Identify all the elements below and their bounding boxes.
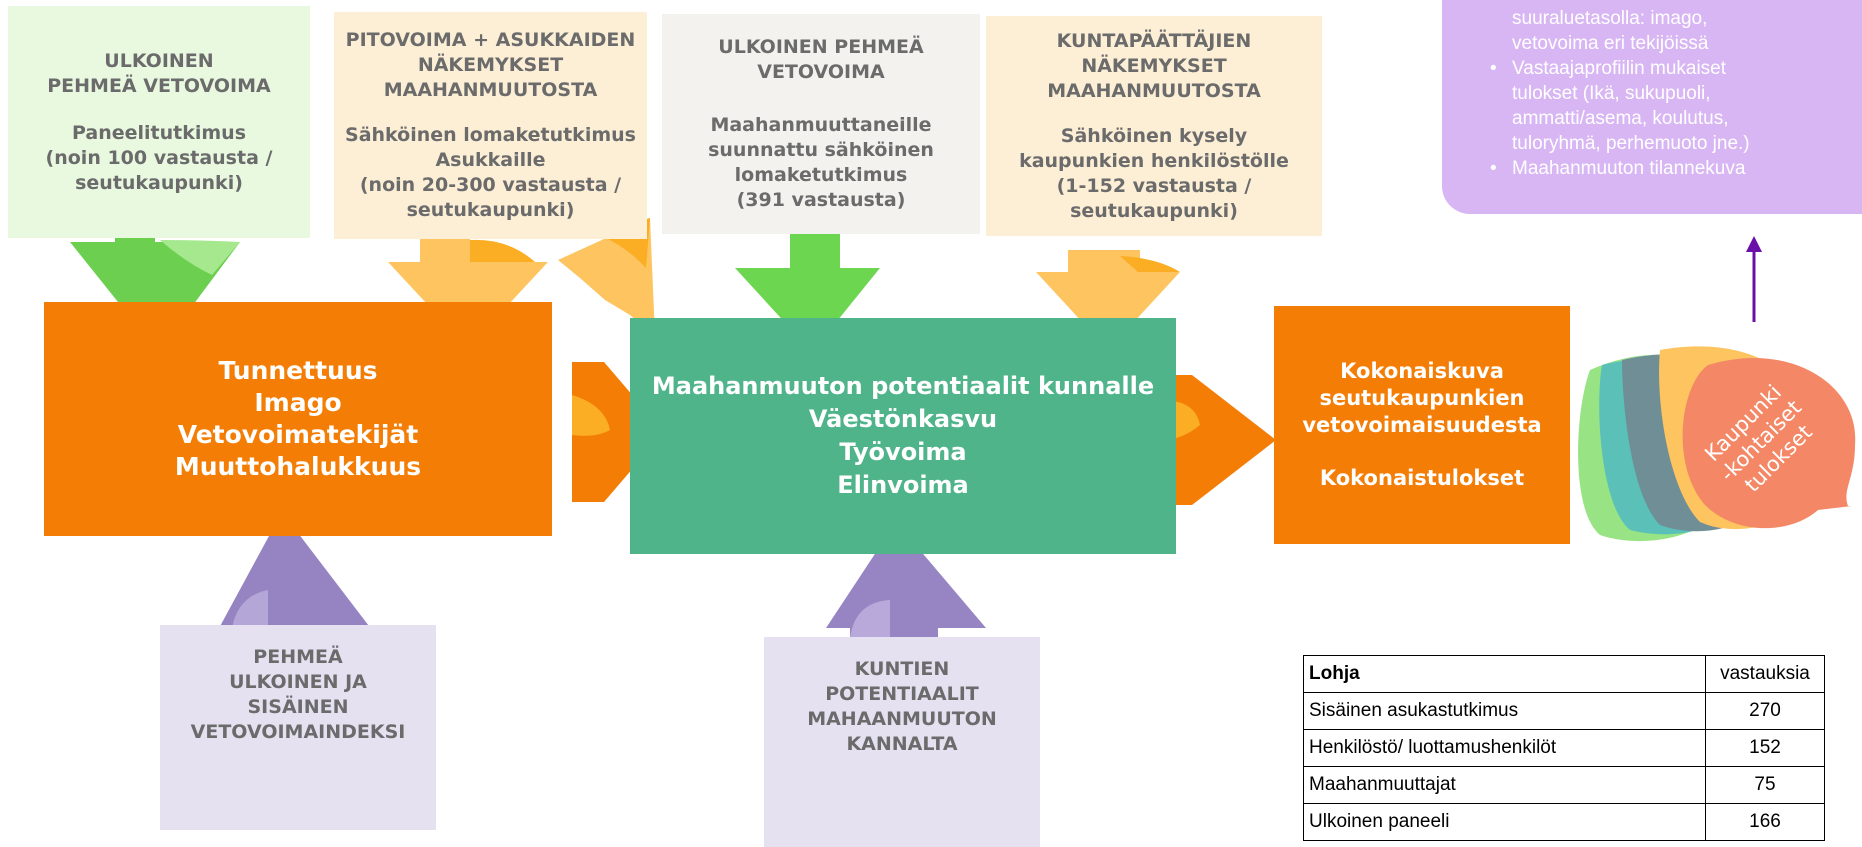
purple-up-arrow-1 [218, 512, 372, 630]
top-box-subtitle: Paneelitutkimus (noin 100 vastausta / se… [45, 121, 273, 194]
table-header-city: Lohja [1303, 655, 1706, 693]
table-cell-value: 166 [1705, 803, 1825, 841]
top-box-title: ULKOINEN PEHMEÄ VETOVOIMA [47, 49, 271, 97]
table-row: Sisäinen asukastutkimus 270 [1303, 692, 1825, 730]
purple-up-line-arrow [1746, 236, 1762, 322]
top-box-immigrant-survey: ULKOINEN PEHMEÄ VETOVOIMA Maahanmuuttane… [662, 14, 980, 234]
orange-right-arrow-1 [572, 362, 664, 502]
table-cell-label: Maahanmuuttajat [1303, 766, 1706, 804]
card-continuation-text: suuraluetasolla: imago, vetovoima eri te… [1512, 8, 1709, 54]
bottom-box-text: PEHMEÄ ULKOINEN JA SISÄINEN VETOVOIMAIND… [190, 646, 406, 743]
bottom-box-text: KUNTIEN POTENTIAALIT MAHAANMUUTON KANNAL… [807, 658, 997, 755]
results-bubbles [1578, 346, 1856, 542]
overview-title: Kokonaiskuva seutukaupunkien vetovoimais… [1302, 359, 1542, 437]
top-box-external-soft-pull: ULKOINEN PEHMEÄ VETOVOIMA Paneelitutkimu… [8, 6, 310, 238]
table-row: Henkilöstö/ luottamushenkilöt 152 [1303, 729, 1825, 767]
card-bullet-item: Vastaajaprofiilin mukaiset tulokset (Ikä… [1490, 56, 1848, 156]
card-bullet-item: Maahanmuuton tilannekuva [1490, 156, 1848, 181]
top-box-retention-residents: PITOVOIMA + ASUKKAIDEN NÄKEMYKSET MAAHAN… [334, 12, 647, 239]
card-bullet-list: Vastaajaprofiilin mukaiset tulokset (Ikä… [1490, 56, 1848, 181]
overview-subtitle: Kokonaistulokset [1319, 466, 1525, 490]
main-box-overview: Kokonaiskuva seutukaupunkien vetovoimais… [1274, 306, 1570, 544]
table-cell-value: 152 [1705, 729, 1825, 767]
green-down-arrow-1 [70, 232, 240, 352]
purple-results-card: suuraluetasolla: imago, vetovoima eri te… [1442, 0, 1862, 214]
top-box-subtitle: Maahanmuuttaneille suunnattu sähköinen l… [708, 114, 934, 211]
table-header-row: Lohja vastauksia [1303, 655, 1825, 693]
table-cell-label: Sisäinen asukastutkimus [1303, 692, 1706, 730]
responses-table: Lohja vastauksia Sisäinen asukastutkimus… [1303, 655, 1825, 841]
table-cell-value: 75 [1705, 766, 1825, 804]
bottom-box-attraction-index: PEHMEÄ ULKOINEN JA SISÄINEN VETOVOIMAIND… [160, 625, 436, 830]
top-box-title: KUNTAPÄÄTTÄJIEN NÄKEMYKSET MAAHANMUUTOST… [1047, 29, 1261, 102]
table-cell-value: 270 [1705, 692, 1825, 730]
top-box-decision-makers: KUNTAPÄÄTTÄJIEN NÄKEMYKSET MAAHANMUUTOST… [986, 16, 1322, 236]
top-box-title: PITOVOIMA + ASUKKAIDEN NÄKEMYKSET MAAHAN… [345, 29, 636, 101]
table-row: Ulkoinen paneeli 166 [1303, 803, 1825, 841]
green-down-arrow-3 [735, 232, 880, 352]
orange-right-arrow-2 [1162, 375, 1276, 505]
orange-down-arrow-4 [1036, 250, 1180, 350]
top-box-title: ULKOINEN PEHMEÄ VETOVOIMA [718, 36, 924, 83]
main-box-potential: Maahanmuuton potentiaalit kunnalle Väest… [630, 318, 1176, 554]
table-cell-label: Ulkoinen paneeli [1303, 803, 1706, 841]
top-box-subtitle: Sähköinen kysely kaupunkien henkilöstöll… [1019, 124, 1289, 222]
top-box-subtitle: Sähköinen lomaketutkimus Asukkaille (noi… [345, 124, 636, 221]
table-header-count: vastauksia [1705, 655, 1825, 693]
table-cell-label: Henkilöstö/ luottamushenkilöt [1303, 729, 1706, 767]
table-row: Maahanmuuttajat 75 [1303, 766, 1825, 804]
orange-down-arrow-2 [388, 232, 548, 348]
bottom-box-municipal-potential: KUNTIEN POTENTIAALIT MAHAANMUUTON KANNAL… [764, 637, 1040, 847]
main-box-awareness: Tunnettuus Imago Vetovoimatekijät Muutto… [44, 302, 552, 536]
purple-up-arrow-2 [826, 522, 986, 638]
